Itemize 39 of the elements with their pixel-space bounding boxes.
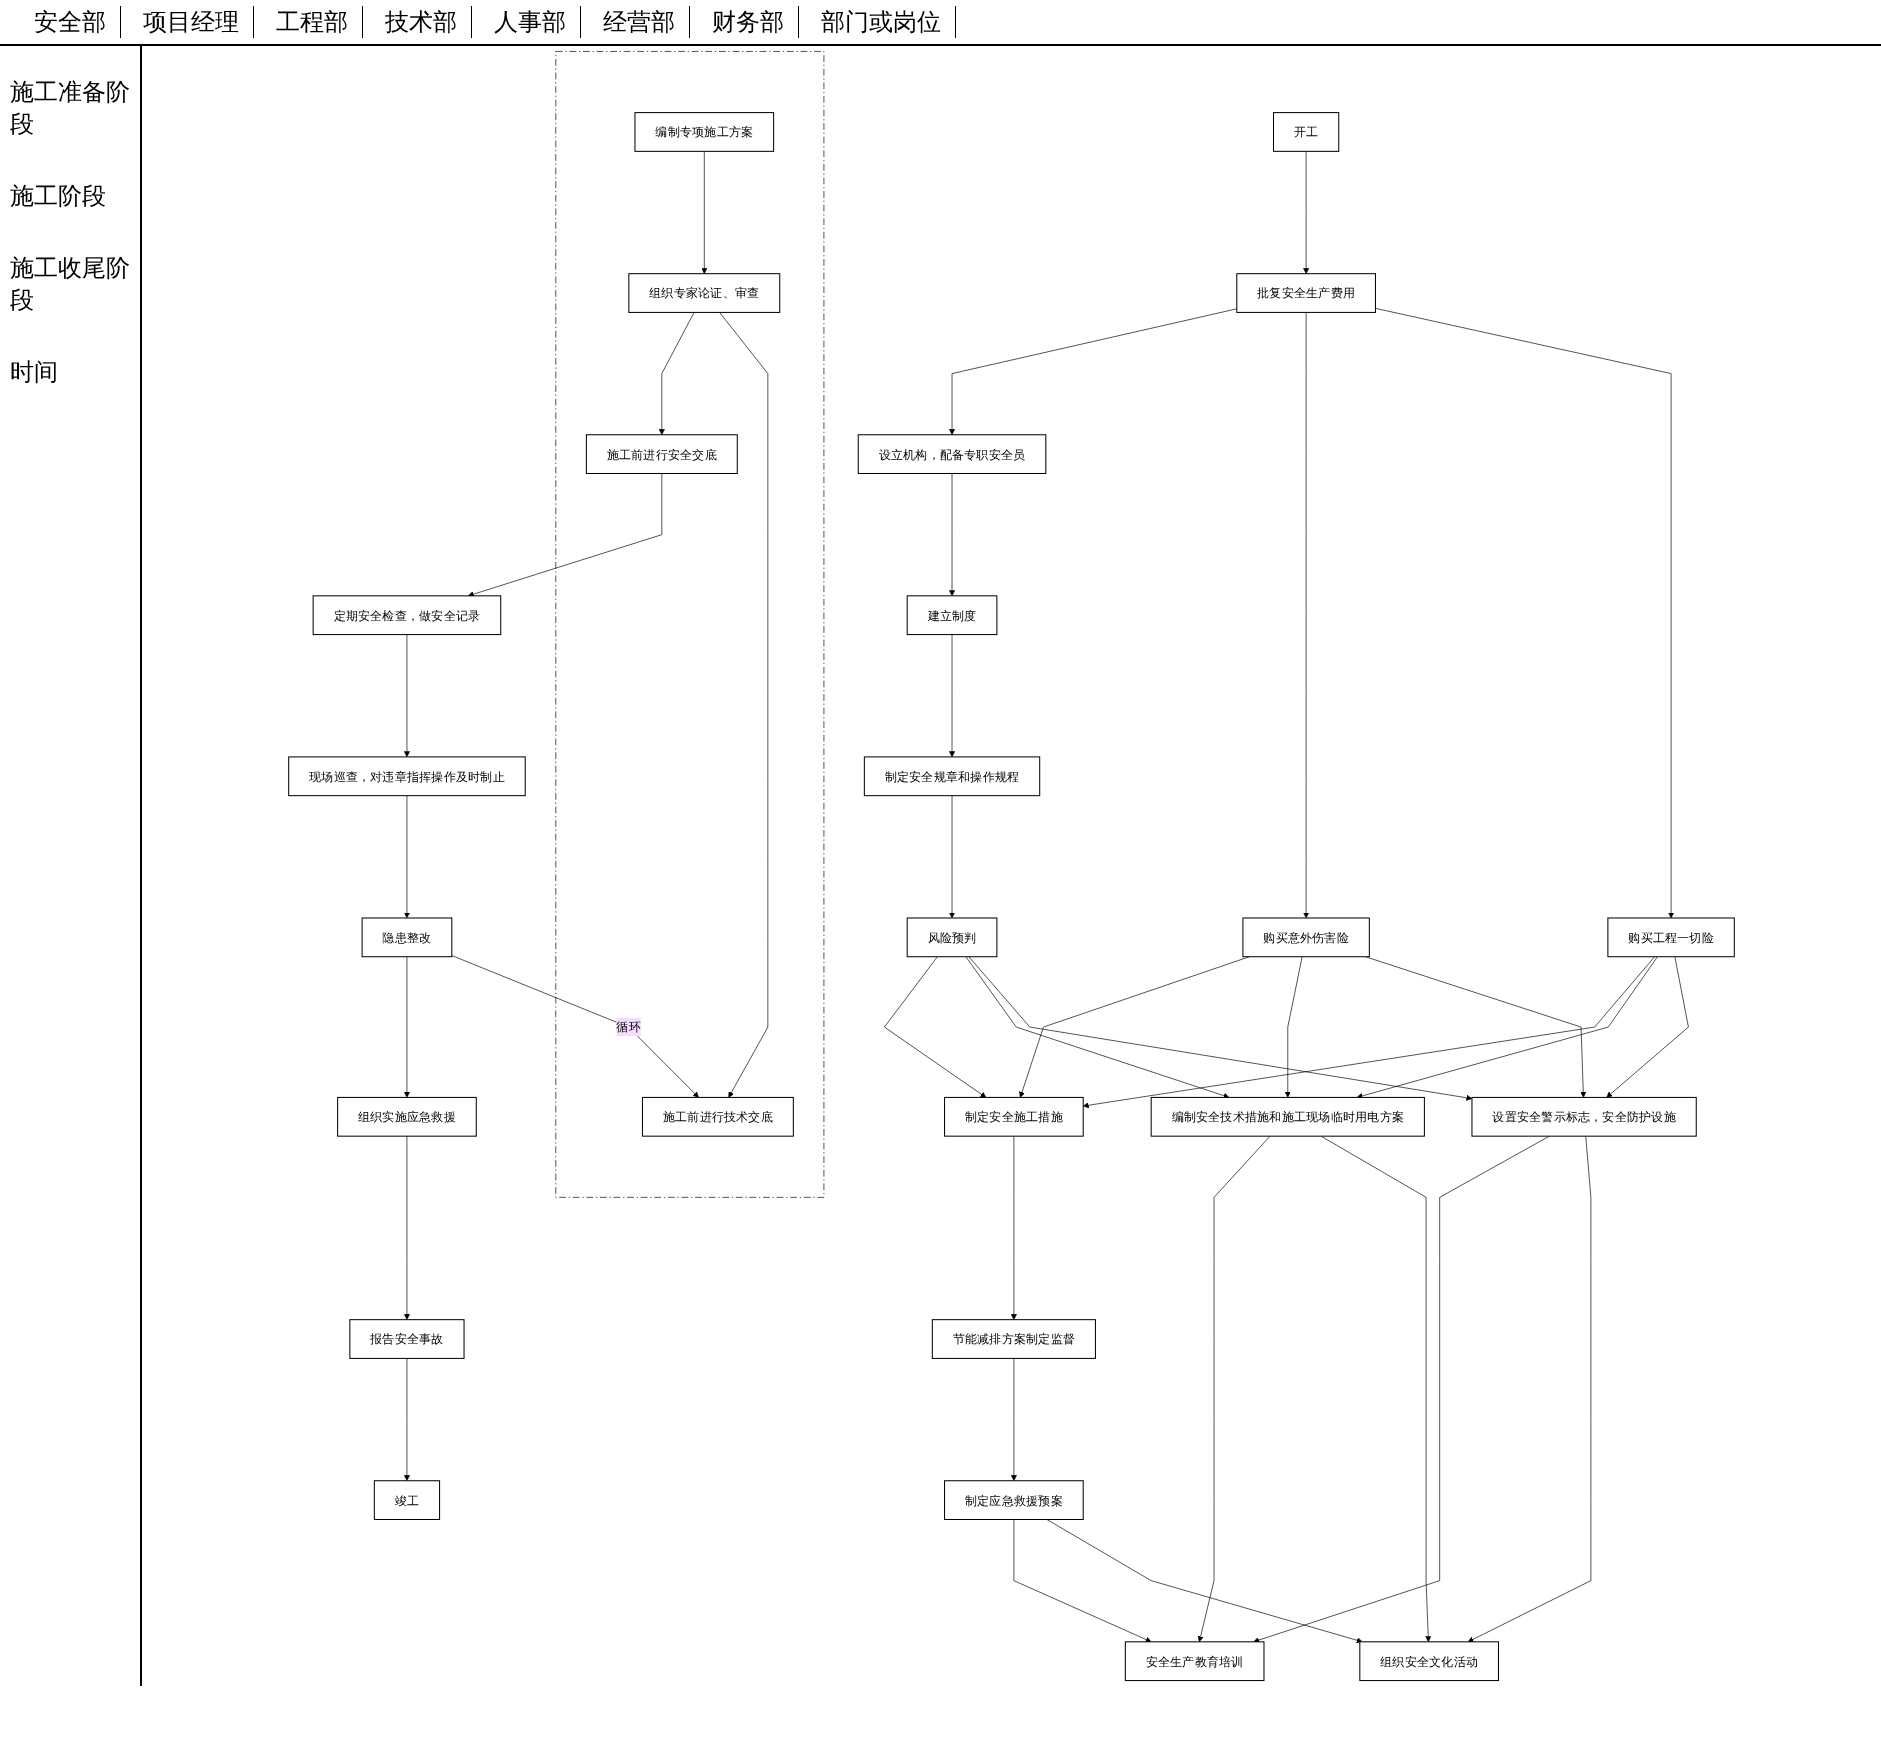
column-header: 部门或岗位	[807, 6, 956, 38]
node-box: 施工前进行安全交底	[585, 434, 738, 474]
node-box: 编制专项施工方案	[634, 112, 775, 152]
column-header: 安全部	[20, 6, 121, 38]
node-box: 购买意外伤害险	[1242, 917, 1370, 958]
node-box: 定期安全检查，做安全记录	[312, 595, 502, 636]
node-box: 制定安全施工措施	[944, 1096, 1084, 1137]
axis-label: 时间	[10, 357, 59, 388]
column-header: 工程部	[262, 6, 363, 38]
edge-label: 循环	[616, 1019, 641, 1035]
column-header: 经营部	[589, 6, 690, 38]
node-box: 组织安全文化活动	[1359, 1641, 1499, 1682]
phase-label: 施工阶段	[10, 181, 107, 212]
node-box: 制定安全规章和操作规程	[863, 756, 1041, 797]
column-header: 项目经理	[129, 6, 254, 38]
cluster	[555, 51, 825, 1198]
node-box: 组织实施应急救援	[337, 1096, 477, 1137]
node-box: 编制安全技术措施和施工现场临时用电方案	[1150, 1096, 1425, 1137]
phase-label: 施工准备阶段	[10, 77, 130, 140]
node-box: 安全生产教育培训	[1124, 1641, 1265, 1682]
node-box: 制定应急救援预案	[944, 1480, 1084, 1520]
node-box: 节能减排方案制定监督	[931, 1319, 1096, 1359]
node-box: 设立机构，配备专职安全员	[857, 434, 1047, 474]
node-box: 竣工	[373, 1480, 441, 1520]
node-box: 批复安全生产费用	[1236, 273, 1376, 313]
node-box: 报告安全事故	[349, 1319, 465, 1359]
node-box: 风险预判	[906, 917, 998, 958]
node-box: 设置安全警示标志，安全防护设施	[1471, 1096, 1697, 1137]
column-header: 技术部	[371, 6, 472, 38]
phase-label: 施工收尾阶段	[10, 253, 130, 316]
node-box: 购买工程一切险	[1607, 917, 1735, 958]
node-box: 现场巡查，对违章指挥操作及时制止	[288, 756, 526, 797]
node-box: 组织专家论证、审查	[628, 273, 781, 313]
node-box: 隐患整改	[361, 917, 453, 958]
node-box: 建立制度	[906, 595, 998, 636]
node-box: 施工前进行技术交底	[641, 1096, 794, 1137]
column-header: 人事部	[480, 6, 581, 38]
column-header: 财务部	[698, 6, 799, 38]
node-box: 开工	[1273, 112, 1340, 152]
